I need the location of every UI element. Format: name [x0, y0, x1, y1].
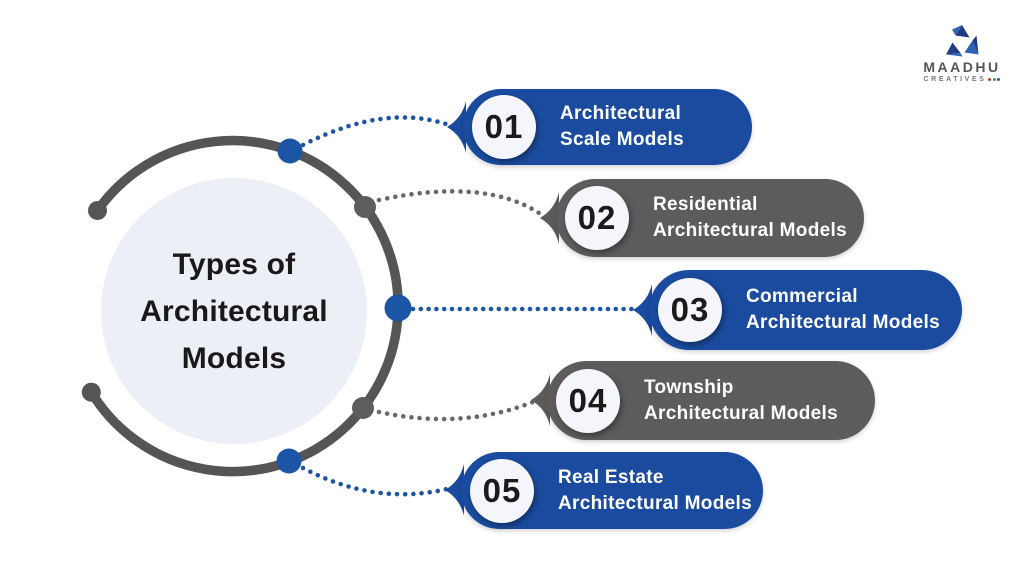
- item-label: Township Architectural Models: [644, 375, 838, 427]
- center-circle: Types of Architectural Models: [101, 178, 367, 444]
- item-number-badge: 02: [565, 186, 629, 250]
- item-label: Architectural Scale Models: [560, 101, 684, 153]
- pill-tail-3: [633, 284, 652, 336]
- item-label-line-1: Architectural: [560, 103, 682, 124]
- pill-tail-4: [531, 374, 550, 426]
- node-dot-1: [277, 138, 303, 164]
- connector-2: [376, 189, 545, 218]
- node-dot-5: [276, 448, 302, 474]
- maadhu-logo: MAADHU CREATIVES: [912, 24, 1012, 83]
- item-label: Real Estate Architectural Models: [558, 465, 752, 517]
- item-pill-3: 03 Commercial Architectural Models: [649, 270, 962, 350]
- item-label-line-2: Architectural Models: [644, 402, 838, 424]
- node-dot-4: [352, 397, 374, 419]
- item-label-line-2: Architectural Models: [653, 220, 847, 241]
- item-label-line-2: Scale Models: [560, 129, 684, 150]
- pill-tail-1: [447, 101, 466, 153]
- item-number-badge: 04: [556, 368, 620, 433]
- connector-5: [300, 465, 450, 497]
- logo-dots-icon: [988, 78, 1001, 81]
- node-dot-2: [354, 196, 376, 218]
- item-pill-4: 04 Township Architectural Models: [547, 361, 875, 440]
- logo-name: MAADHU: [923, 59, 1001, 75]
- logo-subtitle: CREATIVES: [912, 76, 1012, 83]
- item-label-line-1: Residential: [653, 194, 758, 215]
- ring-endpoint-bottom-icon: [81, 382, 101, 402]
- node-dot-3: [384, 294, 412, 322]
- title-line-1: Types of: [172, 247, 296, 281]
- connector-4: [376, 399, 536, 422]
- item-number-badge: 05: [470, 458, 534, 523]
- item-label-line-1: Township: [644, 376, 734, 398]
- item-pill-1: 01 Architectural Scale Models: [463, 89, 752, 165]
- title-line-3: Models: [181, 341, 287, 375]
- item-label: Commercial Architectural Models: [746, 284, 940, 336]
- item-number-badge: 03: [658, 278, 722, 342]
- item-number-badge: 01: [472, 95, 536, 159]
- item-pill-2: 02 Residential Architectural Models: [556, 179, 864, 257]
- maadhu-logo-icon: [946, 25, 979, 57]
- logo-subtitle-text: CREATIVES: [923, 76, 987, 83]
- pill-tail-2: [540, 192, 559, 244]
- item-pill-5: 05 Real Estate Architectural Models: [461, 452, 763, 529]
- connector-1: [300, 115, 452, 148]
- item-label-line-1: Real Estate: [558, 466, 664, 488]
- ring-endpoint-top-icon: [88, 201, 107, 220]
- pill-tail-5: [445, 464, 464, 516]
- item-label: Residential Architectural Models: [653, 192, 847, 244]
- item-label-line-2: Architectural Models: [558, 492, 752, 514]
- item-label-line-2: Architectural Models: [746, 312, 940, 333]
- title-line-2: Architectural: [140, 294, 328, 328]
- diagram-title: Types of Architectural Models: [140, 241, 328, 382]
- item-label-line-1: Commercial: [746, 286, 858, 307]
